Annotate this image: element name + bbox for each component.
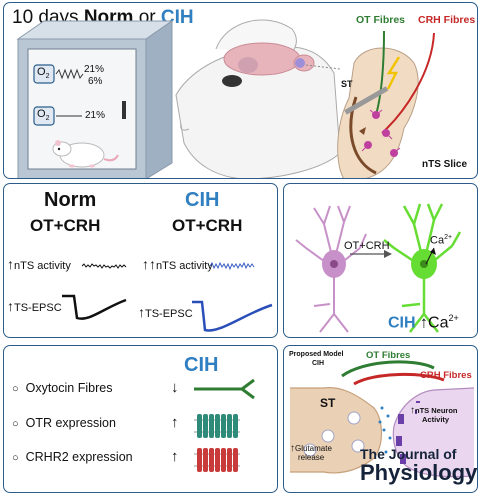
- norm-activity-label: ↑nTS activity: [7, 256, 71, 272]
- row-oxytocin-arrow: ↓: [171, 379, 179, 396]
- top-panel: 10 days Norm or CIH O2 O2 21% 6% 21%: [3, 2, 478, 179]
- cih-activity-trace: [209, 261, 255, 271]
- bottom-right-panel: Proposed Model CIH OT Fibres CRH Fibres …: [283, 345, 478, 493]
- cih-neuron: [383, 203, 462, 333]
- norm-header: Norm: [44, 189, 97, 211]
- norm-epsc-trace: [62, 294, 127, 320]
- crhr2-receptor-icon: [194, 448, 240, 472]
- cih-sub: OT+CRH: [172, 216, 243, 235]
- synapse-model: [290, 360, 475, 478]
- bullet-icon: ○: [12, 452, 19, 464]
- cih-activity-label: ↑↑nTS activity: [142, 256, 213, 272]
- row-otr-arrow: ↑: [171, 414, 179, 431]
- bullet-icon: ○: [12, 383, 19, 395]
- row-crhr2: ○ CRHR2 expression: [12, 450, 133, 464]
- otr-receptor-icon: [194, 414, 240, 438]
- mid-right-panel: OT+CRH Ca2+ CIH ↑Ca2+: [283, 183, 478, 338]
- model-st-label: ST: [320, 396, 336, 410]
- journal-line1: The Journal of: [360, 446, 457, 462]
- chamber-illustration: [16, 20, 174, 178]
- o2-cih-label: O2: [37, 66, 50, 81]
- proposed-line1: Proposed Model: [289, 351, 344, 358]
- cih-epsc-trace: [192, 300, 273, 332]
- journal-line2: Physiology: [360, 460, 478, 485]
- bottom-cih-header: CIH: [184, 354, 219, 376]
- cih-pct-low: 6%: [88, 76, 103, 87]
- bottom-left-panel: CIH ○ Oxytocin Fibres ↓ ○ OTR expression…: [3, 345, 278, 493]
- model-nts-activity: ↑nTS Neuron Activity: [410, 405, 458, 425]
- row-otr: ○ OTR expression: [12, 416, 116, 430]
- fibre-icon: [194, 378, 255, 400]
- traces: [62, 261, 273, 332]
- row-oxytocin: ○ Oxytocin Fibres: [12, 381, 113, 395]
- receptor-icons: [194, 378, 255, 472]
- norm-epsc-label: ↑TS-EPSC: [7, 298, 62, 314]
- slice-ot-fibres: OT Fibres: [356, 14, 406, 26]
- cih-ca-caption: CIH ↑Ca2+: [388, 313, 459, 332]
- slice-nts-label: nTS Slice: [422, 159, 468, 170]
- slice-st-label: ST: [341, 79, 353, 89]
- model-ot-fibres: OT Fibres: [366, 350, 411, 361]
- model-crh-fibres: CRH Fibres: [420, 370, 472, 381]
- cih-header: CIH: [185, 189, 220, 211]
- o2-norm-label: O2: [37, 108, 50, 123]
- ca-label: Ca2+: [430, 234, 453, 247]
- slice-crh-fibres: CRH Fibres: [418, 14, 476, 26]
- row-crhr2-arrow: ↑: [171, 448, 179, 465]
- norm-sub: OT+CRH: [30, 216, 101, 235]
- bullet-icon: ○: [12, 418, 19, 430]
- mid-left-panel: Norm CIH OT+CRH OT+CRH ↑nTS activity ↑↑n…: [3, 183, 278, 338]
- glutamate-release: ↑Glutamate release: [290, 443, 332, 463]
- cih-pct-high: 21%: [84, 64, 105, 75]
- cih-epsc-label: ↑TS-EPSC: [138, 304, 193, 320]
- norm-activity-trace: [81, 263, 127, 269]
- normal-neuron: [295, 205, 367, 333]
- neuron-illustration: [295, 203, 462, 333]
- norm-pct: 21%: [85, 110, 106, 121]
- ot-crh-label: OT+CRH: [344, 240, 390, 252]
- proposed-line2: CIH: [312, 360, 325, 367]
